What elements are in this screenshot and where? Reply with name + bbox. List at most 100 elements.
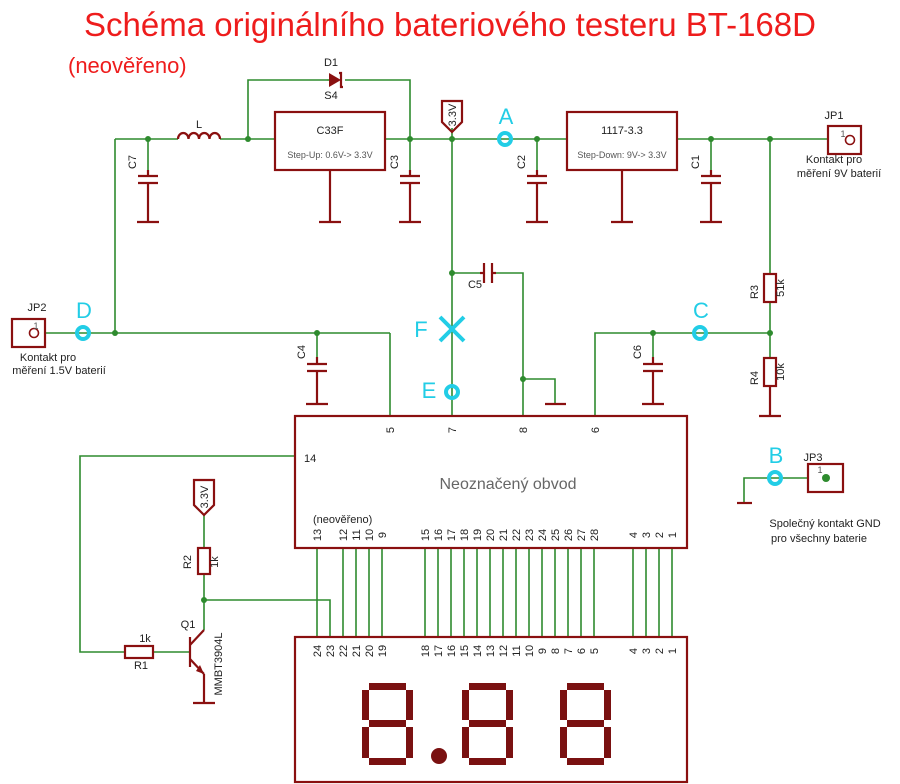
diagram-title: Schéma originálního bateriového testeru … [84, 6, 816, 43]
display-decimal-point [431, 748, 447, 764]
chip-pin-label: 24 [537, 529, 549, 541]
chip-pin-label: 4 [628, 532, 640, 538]
jp3-pin: 1 [817, 465, 822, 475]
svg-text:D: D [76, 298, 92, 323]
display-pin-label: 6 [576, 648, 588, 654]
display-pin-label: 24 [312, 645, 324, 657]
display-digit-2 [462, 683, 513, 765]
display-pin-label: 11 [511, 645, 523, 656]
c6-label: C6 [632, 345, 644, 359]
junction-dots [112, 136, 773, 603]
diode-value: S4 [324, 90, 337, 102]
chip-pin-label: 2 [654, 532, 666, 538]
marker-b: B [767, 443, 783, 486]
capacitor-c6: C6 [632, 345, 664, 406]
jp2-desc-1: Kontakt pro [20, 352, 76, 364]
jp1-desc-1: Kontakt pro [806, 154, 862, 166]
capacitor-c5: C5 [468, 263, 496, 291]
display-pin-label: 18 [420, 645, 432, 657]
chip-pin-label: 20 [485, 529, 497, 541]
jp3-name: JP3 [804, 452, 823, 464]
chip-note: (neověřeno) [313, 514, 372, 526]
jp3-desc-2: pro všechny baterie [771, 533, 867, 545]
diode-d1: D1 S4 [324, 57, 343, 102]
display-pin-label: 13 [485, 645, 497, 657]
diode-name: D1 [324, 57, 338, 69]
q1-value: MMBT3904L [213, 633, 225, 696]
chip-pin-label: 17 [446, 529, 458, 541]
display-pin-label: 22 [338, 645, 350, 657]
capacitor-c2: C2 [516, 155, 548, 224]
chip-pin-label: 18 [459, 529, 471, 541]
capacitor-c3: C3 [389, 155, 421, 224]
marker-a: A [497, 104, 514, 147]
connector-jp3: 1 JP3 Společný kontakt GND pro všechny b… [737, 452, 881, 545]
chip-label: Neoznačený obvod [440, 476, 577, 493]
display-pin-label: 15 [459, 645, 471, 657]
resistor-r2: R2 1k [182, 546, 221, 576]
r4-name: R4 [749, 371, 761, 385]
chip-pin-label: 11 [351, 529, 363, 540]
display-pin-label: 1 [667, 648, 679, 654]
resistor-r3: R3 51k [749, 272, 787, 304]
chip-pin-label: 3 [641, 532, 653, 538]
display-pin-label: 17 [433, 645, 445, 657]
regulator-1117: 1117-3.3 Step-Down: 9V-> 3.3V [565, 110, 679, 224]
svg-text:E: E [422, 378, 437, 403]
c4-label: C4 [296, 345, 308, 359]
display-pin-label: 12 [498, 645, 510, 657]
capacitor-c4: C4 [296, 345, 328, 406]
c2-label: C2 [516, 155, 528, 169]
chip-pin-label: 12 [338, 529, 350, 541]
display-pin-label: 3 [641, 648, 653, 654]
jp3-desc-1: Společný kontakt GND [769, 518, 880, 530]
display-pin-label: 19 [377, 645, 389, 657]
chip-pin-label: 28 [589, 529, 601, 541]
display-pin-label: 8 [550, 648, 562, 654]
supply-tag-q: 3.3V [192, 478, 216, 517]
c5-label: C5 [468, 279, 482, 291]
chip-pin-label: 9 [377, 532, 389, 538]
q1-name: Q1 [181, 619, 196, 631]
chip-bottom-bus [316, 548, 673, 637]
svg-text:C: C [693, 298, 709, 323]
svg-text:F: F [414, 317, 427, 342]
capacitor-c7: C7 [127, 155, 159, 224]
inductor-label: L [196, 119, 202, 131]
jp1-pin: 1 [840, 129, 845, 139]
chip-pin-label: 26 [563, 529, 575, 541]
c3-label: C3 [389, 155, 401, 169]
connector-jp2: 1 JP2 Kontakt pro měření 1.5V baterií [10, 302, 106, 377]
r3-value: 51k [775, 279, 787, 297]
wires [44, 79, 838, 653]
supply-tag-top: 3.3V [440, 99, 464, 134]
inductor-l: L [176, 119, 222, 140]
display-digit-3 [560, 683, 611, 765]
chip-pin-label: 27 [576, 529, 588, 541]
c7-label: C7 [127, 155, 139, 169]
display-pin-label: 23 [325, 645, 337, 657]
diagram-subtitle: (neověřeno) [68, 53, 187, 78]
jp2-pin: 1 [33, 321, 38, 331]
chip-pin-label: 25 [550, 529, 562, 541]
display-digit-1 [362, 683, 413, 765]
chip-pin-7: 7 [447, 427, 459, 433]
chip-pin-label: 15 [420, 529, 432, 541]
resistor-r1: 1k R1 [123, 633, 155, 672]
connector-jp1: 1 JP1 Kontakt pro měření 9V baterií [797, 110, 881, 180]
chip-pin-14: 14 [304, 453, 316, 465]
c1-label: C1 [690, 155, 702, 169]
display-pin-label: 14 [472, 645, 484, 657]
regulator-name: 1117-3.3 [601, 125, 643, 137]
capacitor-c1: C1 [690, 155, 722, 224]
resistor-r4: R4 10k [749, 356, 787, 418]
display-pin-label: 2 [654, 648, 666, 654]
jp1-desc-2: měření 9V baterií [797, 168, 881, 180]
chip-pin-5: 5 [385, 427, 397, 433]
supply-tag-q-text: 3.3V [199, 485, 211, 508]
chip-pin-8: 8 [518, 427, 530, 433]
main-chip: Neoznačený obvod (neověřeno) 14 5 7 8 6 … [293, 414, 689, 550]
